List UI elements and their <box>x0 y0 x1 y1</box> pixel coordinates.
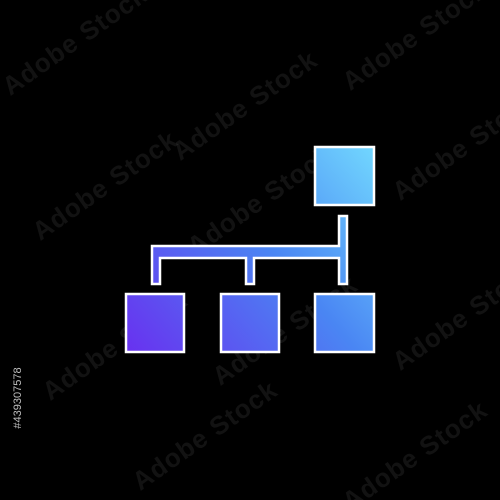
child-box-middle <box>219 292 281 354</box>
child-box-right <box>313 292 376 354</box>
connector-lines <box>150 214 349 286</box>
root-box <box>313 145 376 207</box>
child-box-left <box>124 292 186 354</box>
stock-id-label: #439307578 <box>12 367 24 429</box>
